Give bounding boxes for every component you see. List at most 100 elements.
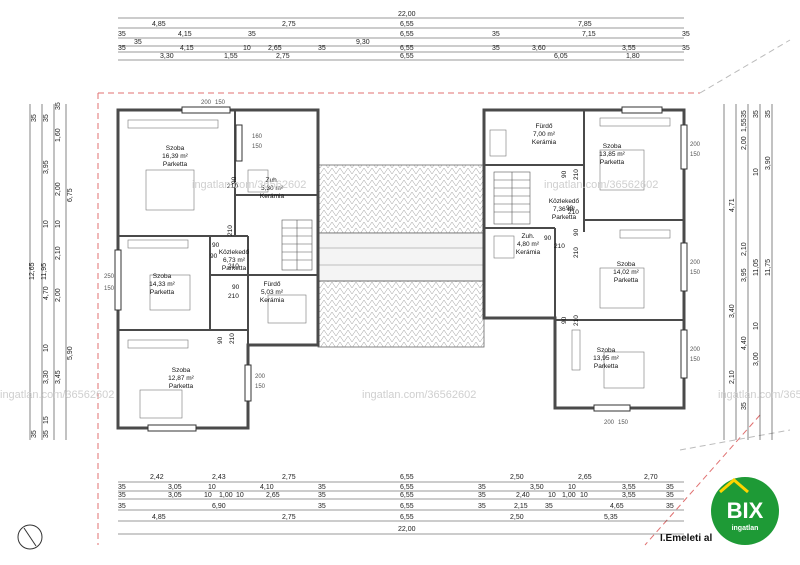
dim-label: 35	[118, 484, 126, 491]
room-szoba-2: Szoba 14,33 m² Parketta	[149, 273, 175, 296]
dim-label: 2,65	[268, 45, 282, 52]
dim-label: 4,70	[43, 286, 50, 300]
grey-guide-lines	[679, 39, 791, 451]
room-name: Zuh.	[521, 233, 534, 240]
room-name: Szoba	[597, 347, 616, 354]
window-label: 200	[690, 142, 701, 148]
dim-label: 6,75	[67, 188, 74, 202]
dim-label: 35	[741, 402, 748, 410]
dim-label: 2,50	[510, 474, 524, 481]
room-area: 12,87 m²	[168, 375, 194, 382]
left-wing-partitions	[118, 110, 318, 345]
dim-label: 35	[248, 31, 256, 38]
dim-label: 10	[204, 492, 212, 499]
dim-label: 1,00	[562, 492, 576, 499]
door-height: 210	[573, 169, 580, 180]
dim-label: 35	[318, 492, 326, 499]
logo-text: BIX	[727, 498, 764, 523]
watermark-text: ingatlan.com/36562602	[192, 179, 306, 191]
watermark-text: ingatlan.com/36562602	[718, 389, 800, 401]
dim-label: 4,10	[260, 484, 274, 491]
dim-label: 35	[318, 503, 326, 510]
room-name: Fürdő	[264, 281, 281, 288]
door-labels: 90 210 90 210 90 210 90 210 90 210 90 21…	[210, 169, 580, 344]
window-label: 150	[618, 420, 629, 426]
room-area: 7,36 m²	[553, 206, 576, 213]
room-name: Szoba	[166, 145, 185, 152]
dim-label: 3,05	[168, 484, 182, 491]
room-szoba-3: Szoba 12,87 m² Parketta	[168, 367, 194, 390]
dim-label: 2,00	[741, 136, 748, 150]
dim-label: 35	[478, 503, 486, 510]
door-width: 90	[231, 176, 238, 184]
drawing-title: I.Emeleti al	[660, 533, 712, 544]
dim-label: 7,85	[578, 21, 592, 28]
dim-label: 6,55	[400, 514, 414, 521]
left-wing-walls	[116, 108, 320, 430]
window-label: 150	[252, 144, 263, 150]
room-szoba-6: Szoba 13,95 m² Parketta	[593, 347, 619, 370]
roof-area	[317, 164, 485, 348]
dim-label: 2,00	[55, 288, 62, 302]
window-label: 150	[215, 100, 226, 106]
door-height: 210	[228, 263, 239, 270]
door-width: 90	[561, 170, 568, 178]
left-dimension-lines	[29, 104, 67, 440]
door-height: 210	[573, 247, 580, 258]
stairs-icon	[281, 171, 531, 271]
dim-label: 6,55	[400, 492, 414, 499]
room-name: Fürdő	[536, 123, 553, 130]
dim-label: 35	[55, 102, 62, 110]
door-width: 90	[212, 242, 220, 249]
dim-label: 2,75	[282, 474, 296, 481]
dim-label: 35	[492, 45, 500, 52]
dim-label: 35	[682, 45, 690, 52]
dim-label: 2,75	[282, 514, 296, 521]
dim-label: 3,40	[729, 304, 736, 318]
windows	[114, 106, 688, 432]
dim-label: 35	[666, 492, 674, 499]
dim-label: 3,55	[622, 492, 636, 499]
door-height: 210	[229, 333, 236, 344]
dim-label: 2,50	[510, 514, 524, 521]
dim-label: 2,42	[150, 474, 164, 481]
top-dimension-lines	[118, 17, 684, 61]
dim-label: 1,55	[224, 53, 238, 60]
dim-label: 2,70	[644, 474, 658, 481]
room-name: Szoba	[172, 367, 191, 374]
room-szoba-1: Szoba 16,39 m² Parketta	[162, 145, 188, 168]
dim-label: 35	[765, 110, 772, 118]
dim-label: 10	[43, 220, 50, 228]
dim-label: 35	[118, 492, 126, 499]
dim-label: 3,30	[43, 370, 50, 384]
room-floor: Kerámia	[260, 297, 285, 304]
room-labels: Szoba 16,39 m² Parketta Zuh. 5,30 m² Ker…	[149, 123, 639, 390]
dim-label: 6,55	[400, 484, 414, 491]
dim-label: 35	[118, 45, 126, 52]
dim-label: 10	[55, 220, 62, 228]
left-dimension-labels: 12,65 11,95 1,60 3,95 2,00 6,75 2,10 10 …	[29, 102, 74, 438]
room-floor: Parketta	[222, 265, 247, 272]
right-wing-walls	[482, 108, 686, 410]
dim-label: 1,55	[741, 118, 748, 132]
dim-label: 5,35	[604, 514, 618, 521]
room-floor: Parketta	[169, 383, 194, 390]
dim-label: 15	[43, 416, 50, 424]
window-label: 160	[252, 134, 263, 140]
window-label: 200	[201, 100, 212, 106]
dim-label: 35	[492, 31, 500, 38]
watermark-text: ingatlan.com/36562602	[544, 179, 658, 191]
room-name: Zuh.	[265, 177, 278, 184]
dim-label: 35	[478, 492, 486, 499]
dim-label: 10	[208, 484, 216, 491]
logo-subtext: ingatlan	[732, 525, 759, 532]
top-dimension-labels: 22,00 4,85 2,75 6,55 7,85 35 4,15 35 6,5…	[118, 11, 690, 60]
dim-label: 12,65	[29, 262, 36, 280]
door-width: 90	[210, 253, 218, 260]
room-szoba-4: Szoba 13,85 m² Parketta	[599, 143, 625, 166]
bix-logo-icon: BIX ingatlan	[711, 477, 779, 545]
dim-label: 2,75	[276, 53, 290, 60]
property-lines	[97, 92, 761, 546]
dim-label: 10	[568, 484, 576, 491]
window-label: 200	[690, 260, 701, 266]
